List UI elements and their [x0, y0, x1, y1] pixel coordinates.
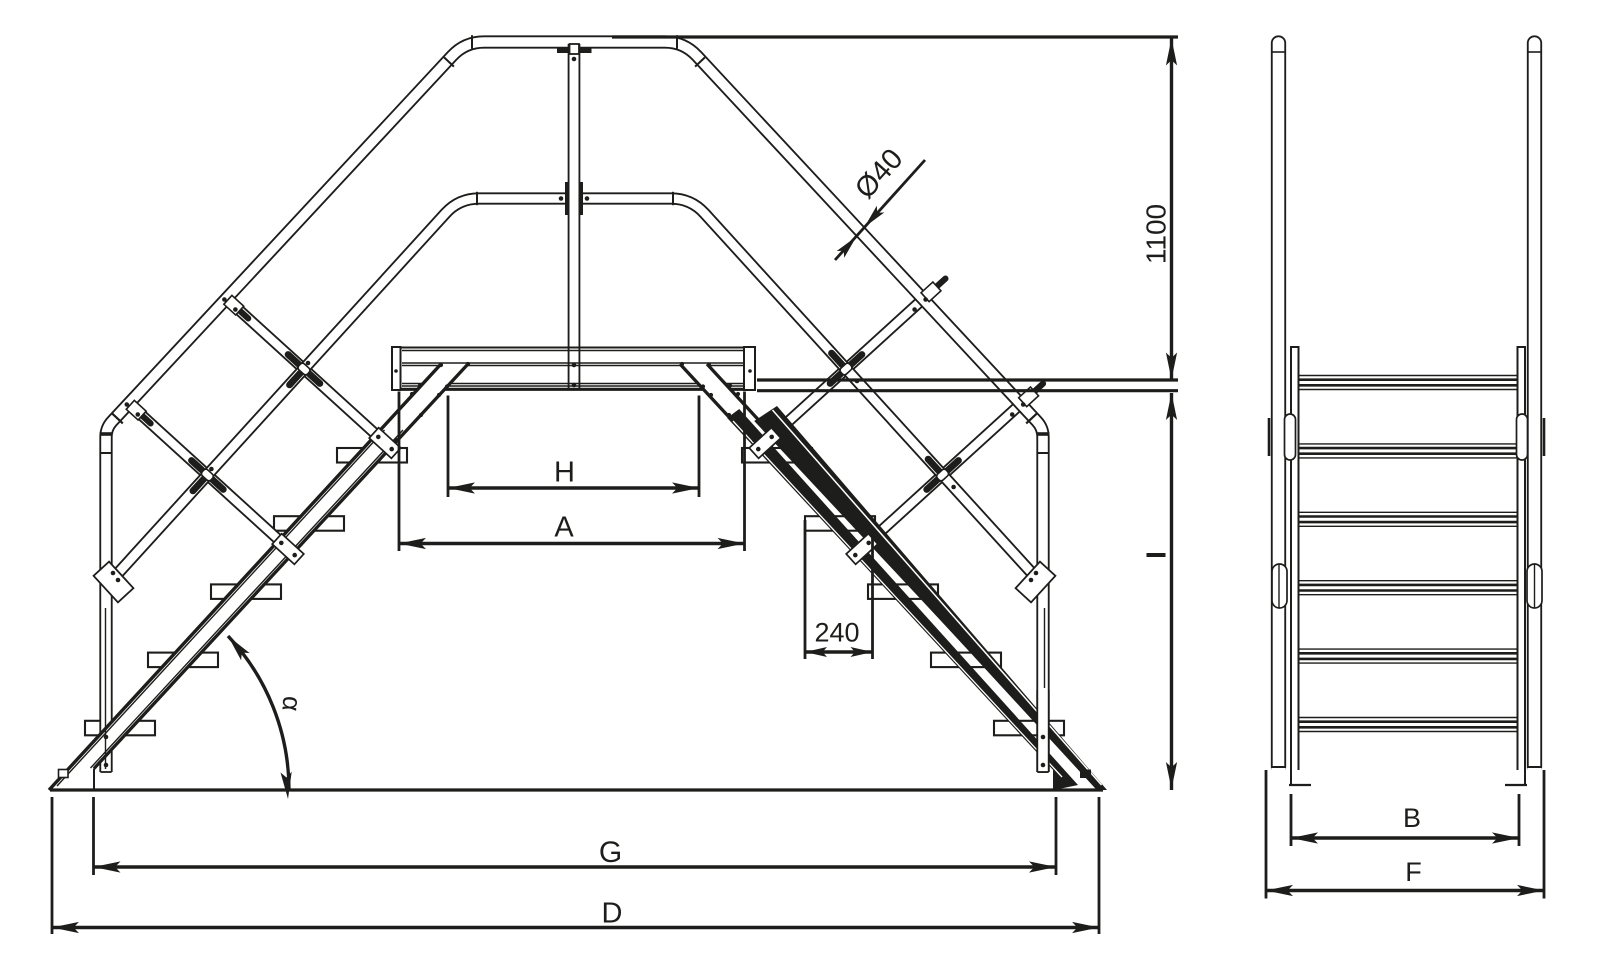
svg-text:Ø40: Ø40	[849, 143, 909, 205]
svg-text:1100: 1100	[1141, 204, 1172, 264]
svg-text:F: F	[1405, 857, 1422, 887]
svg-text:D: D	[602, 898, 623, 930]
svg-text:A: A	[554, 512, 574, 544]
svg-text:I: I	[1141, 551, 1172, 559]
svg-text:α: α	[276, 695, 307, 713]
svg-text:G: G	[599, 836, 622, 869]
svg-text:240: 240	[814, 618, 859, 648]
svg-text:B: B	[1403, 803, 1421, 833]
svg-text:H: H	[554, 457, 575, 489]
